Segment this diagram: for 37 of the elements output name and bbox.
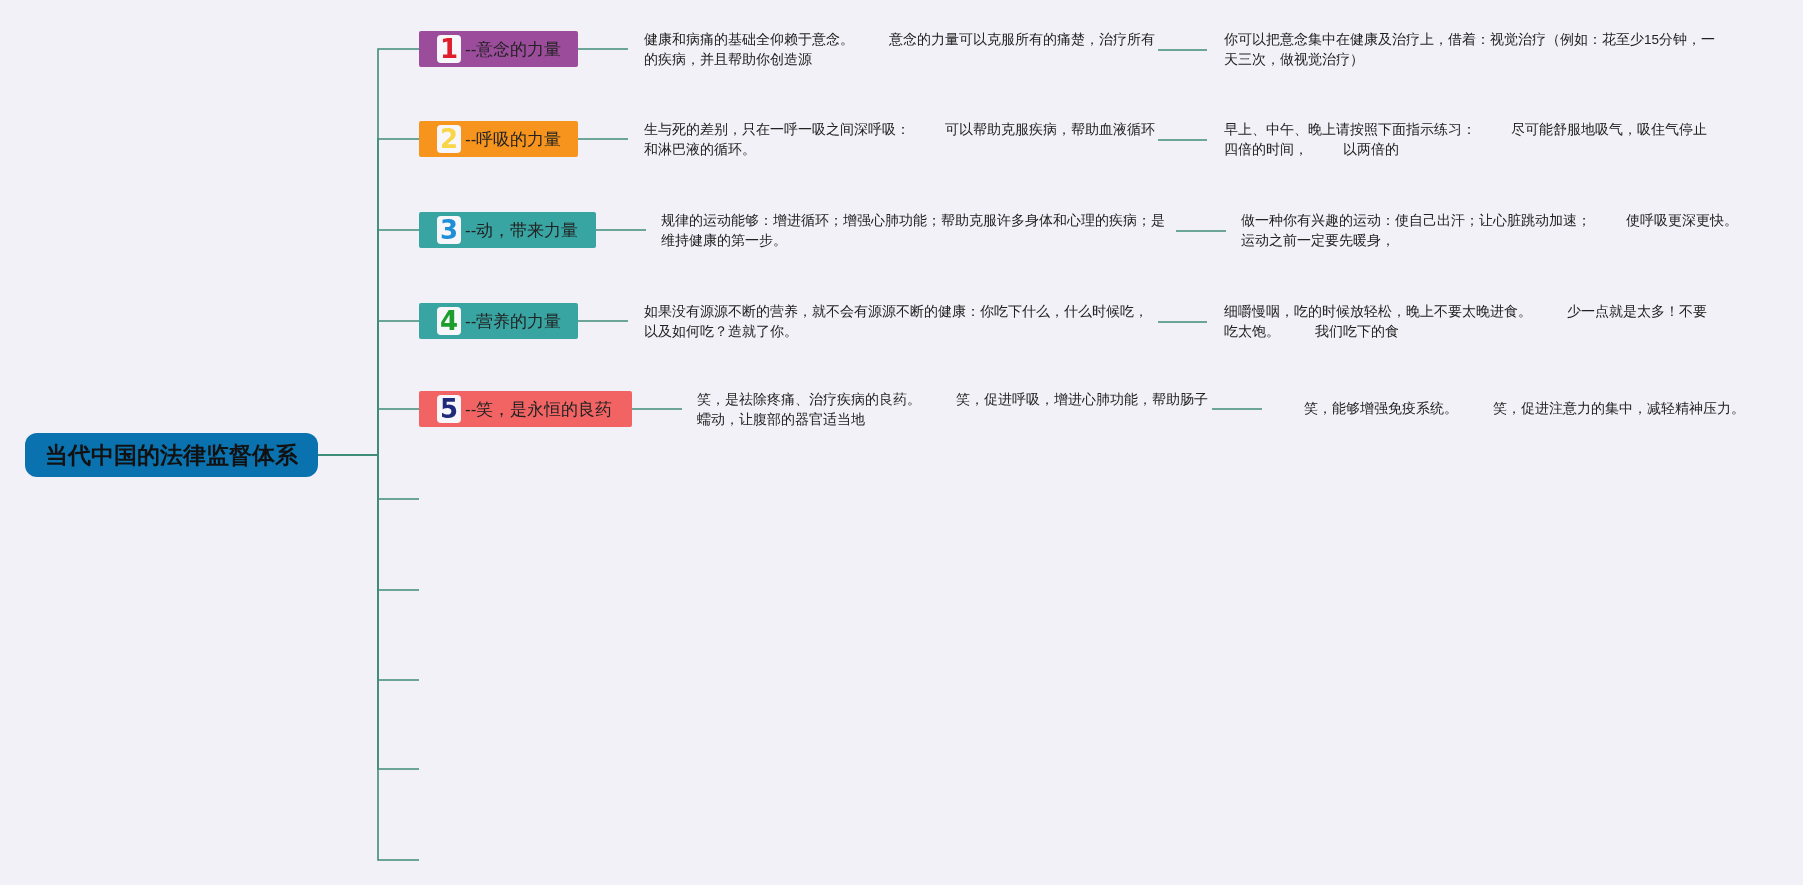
connector-line bbox=[577, 138, 629, 140]
topic-number: 5 bbox=[437, 395, 462, 423]
connector-line bbox=[1175, 230, 1227, 232]
note-text: 早上、中午、晚上请按照下面指示练习： 尽可能舒服地吸气，吸住气停止四倍的时间， 以两倍的 bbox=[1224, 121, 1707, 159]
topic-number: 1 bbox=[437, 35, 462, 63]
topic-number: 3 bbox=[437, 216, 462, 244]
note-text: 做一种你有兴趣的运动：使自己出汗；让心脏跳动加速； 使呼吸更深更快。运动之前一定要先暖身， bbox=[1241, 212, 1739, 250]
connector-line bbox=[1157, 49, 1208, 51]
connector-line bbox=[1211, 408, 1263, 410]
connector-line bbox=[631, 408, 683, 410]
topic-label: --笑，是永恒的良药 bbox=[465, 398, 613, 421]
topic-box bbox=[419, 212, 596, 248]
note-text: 细嚼慢咽，吃的时候放轻松，晚上不要太晚进食。 少一点就是太多！不要吃太饱。 我们吃下的食 bbox=[1224, 303, 1707, 341]
connector-line bbox=[1157, 321, 1208, 323]
connector-line bbox=[1157, 139, 1208, 141]
topic-box bbox=[419, 121, 578, 157]
note-text: 健康和病痛的基础全仰赖于意念。 意念的力量可以克服所有的痛楚，治疗所有的疾病，并且帮助你创造源 bbox=[644, 31, 1156, 69]
note-text: 如果没有源源不断的营养，就不会有源源不断的健康：你吃下什么，什么时候吃，以及如何吃？造就了你。 bbox=[644, 303, 1149, 341]
connector-line bbox=[577, 320, 629, 322]
topic-label: --营养的力量 bbox=[465, 310, 562, 333]
note-text: 你可以把意念集中在健康及治疗上，借着：视觉治疗（例如：花至少15分钟，一天三次，做视觉治疗） bbox=[1224, 31, 1717, 69]
topic-label: --动，带来力量 bbox=[465, 219, 579, 242]
topic-box bbox=[419, 31, 578, 67]
topic-label: --意念的力量 bbox=[465, 38, 562, 61]
topic-box bbox=[419, 303, 578, 339]
central-topic-title: 当代中国的法律监督体系 bbox=[45, 440, 298, 470]
connector-line bbox=[577, 48, 629, 50]
note-text: 笑，是祛除疼痛、治疗疾病的良药。 笑，促进呼吸，增进心肺功能，帮助肠子蠕动，让腹部的器官适当地 bbox=[697, 391, 1209, 429]
note-text: 笑，能够增强免疫系统。 笑，促进注意力的集中，减轻精神压力。 bbox=[1304, 400, 1746, 418]
connector-line bbox=[595, 229, 647, 231]
note-text: 规律的运动能够：增进循环；增强心肺功能；帮助克服许多身体和心理的疾病；是维持健康的第一步。 bbox=[661, 212, 1166, 250]
topic-label: --呼吸的力量 bbox=[465, 128, 562, 151]
central-topic-box bbox=[25, 433, 318, 477]
topic-number: 4 bbox=[437, 307, 462, 335]
note-text: 生与死的差别，只在一呼一吸之间深呼吸： 可以帮助克服疾病，帮助血液循环和淋巴液的循环。 bbox=[644, 121, 1156, 159]
topic-box bbox=[419, 391, 632, 427]
topic-number: 2 bbox=[437, 125, 462, 153]
